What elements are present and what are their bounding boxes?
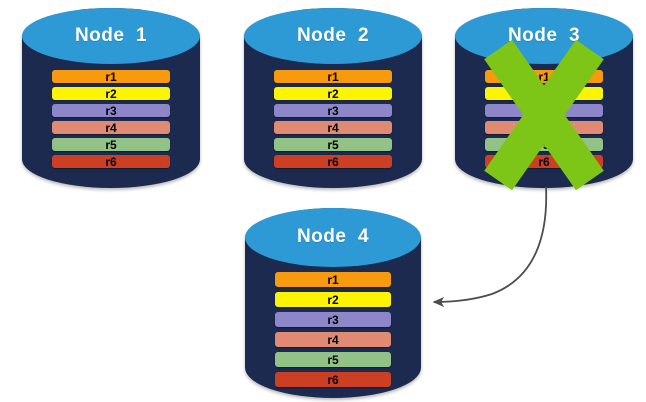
record-bar[interactable]: r5 bbox=[274, 352, 392, 367]
node-label: Node 3 bbox=[507, 24, 581, 46]
record-bar[interactable]: r1 bbox=[274, 70, 392, 83]
record-bar[interactable]: r3 bbox=[274, 312, 392, 327]
node-3[interactable]: Node 3 r1 r2 r3 r4 r5 r6 bbox=[455, 8, 633, 188]
record-bar[interactable]: r2 bbox=[52, 87, 170, 100]
record-bar[interactable]: r6 bbox=[274, 372, 392, 387]
record-bar[interactable]: r4 bbox=[485, 121, 603, 134]
node-label: Node 4 bbox=[296, 226, 370, 248]
record-bar[interactable]: r4 bbox=[274, 332, 392, 347]
record-bar[interactable]: r1 bbox=[274, 272, 392, 287]
record-bar[interactable]: r6 bbox=[274, 155, 392, 168]
record-bar[interactable]: r6 bbox=[52, 155, 170, 168]
record-bar[interactable]: r3 bbox=[485, 104, 603, 117]
arrow-node3-to-node4 bbox=[432, 186, 548, 308]
node-label: Node 1 bbox=[74, 24, 148, 46]
record-bar[interactable]: r4 bbox=[52, 121, 170, 134]
cylinder-top-ellipse bbox=[245, 208, 421, 267]
record-bar[interactable]: r4 bbox=[274, 121, 392, 134]
record-bar[interactable]: r6 bbox=[485, 155, 603, 168]
record-stack: r1 r2 r3 r4 r5 r6 bbox=[274, 70, 392, 168]
node-1[interactable]: Node 1 r1 r2 r3 r4 r5 r6 bbox=[22, 8, 200, 188]
record-bar[interactable]: r3 bbox=[52, 104, 170, 117]
record-bar[interactable]: r5 bbox=[485, 138, 603, 151]
node-label: Node 2 bbox=[296, 24, 370, 46]
node-2[interactable]: Node 2 r1 r2 r3 r4 r5 r6 bbox=[244, 8, 422, 188]
record-bar[interactable]: r5 bbox=[52, 138, 170, 151]
cylinder-top-ellipse bbox=[244, 8, 422, 64]
record-bar[interactable]: r3 bbox=[274, 104, 392, 117]
cylinder-top-ellipse bbox=[22, 8, 200, 64]
record-bar[interactable]: r1 bbox=[52, 70, 170, 83]
record-stack: r1 r2 r3 r4 r5 r6 bbox=[52, 70, 170, 168]
record-stack: r1 r2 r3 r4 r5 r6 bbox=[485, 70, 603, 168]
record-bar[interactable]: r1 bbox=[485, 70, 603, 83]
record-bar[interactable]: r2 bbox=[274, 87, 392, 100]
record-bar[interactable]: r5 bbox=[274, 138, 392, 151]
record-stack: r1 r2 r3 r4 r5 r6 bbox=[274, 272, 392, 392]
record-bar[interactable]: r2 bbox=[274, 292, 392, 307]
node-4[interactable]: Node 4 r1 r2 r3 r4 r5 r6 bbox=[245, 208, 421, 398]
record-bar[interactable]: r2 bbox=[485, 87, 603, 100]
